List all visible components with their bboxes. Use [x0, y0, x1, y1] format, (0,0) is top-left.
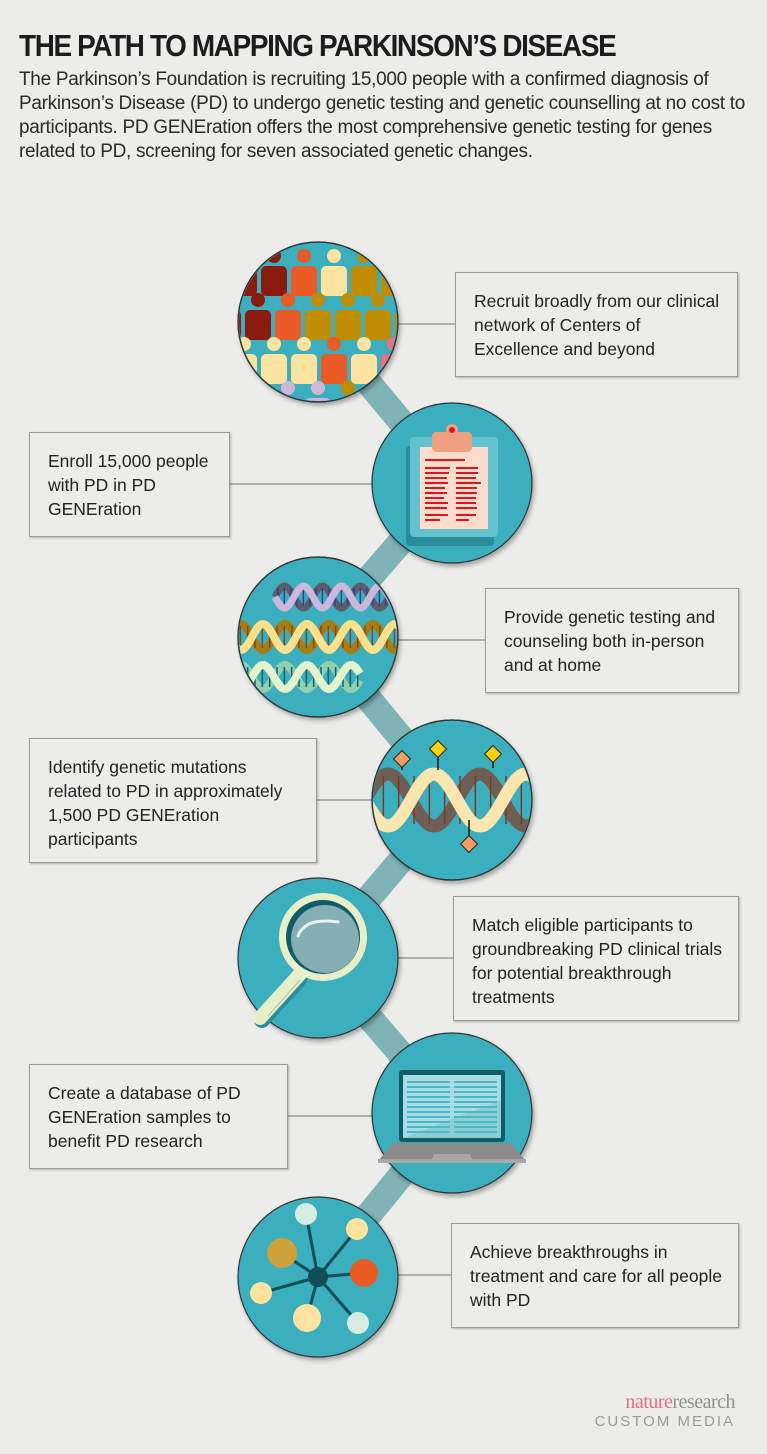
step-3-text: Provide genetic testing and counseling b… [504, 607, 716, 675]
logo-custom-media: CUSTOM MEDIA [594, 1413, 735, 1430]
step-3-box: Provide genetic testing and counseling b… [485, 588, 739, 693]
logo-research: research [672, 1391, 735, 1413]
step-4-box: Identify genetic mutations related to PD… [29, 738, 317, 863]
step-4-text: Identify genetic mutations related to PD… [48, 757, 283, 849]
dna-mutation-icon [371, 719, 533, 881]
step-1-text: Recruit broadly from our clinical networ… [474, 291, 720, 359]
step-6-text: Create a database of PD GENEration sampl… [48, 1083, 241, 1151]
step-7-box: Achieve breakthroughs in treatment and c… [451, 1223, 739, 1328]
intro-paragraph: The Parkinson’s Foundation is recruiting… [19, 69, 746, 162]
step-1-box: Recruit broadly from our clinical networ… [455, 272, 738, 377]
leader-lines [229, 323, 485, 1276]
step-5-box: Match eligible participants to groundbre… [453, 896, 739, 1021]
page-title: THE PATH TO MAPPING PARKINSON’S DISEASE [19, 28, 617, 63]
logo-nature: nature [625, 1391, 673, 1413]
network-icon [237, 1196, 399, 1358]
laptop-icon [371, 1032, 533, 1194]
people-crowd-icon [237, 241, 399, 403]
clipboard-icon [371, 402, 533, 564]
step-2-box: Enroll 15,000 people with PD in PD GENEr… [29, 432, 230, 537]
step-5-text: Match eligible participants to groundbre… [472, 915, 722, 1007]
magnifying-glass-icon [237, 877, 399, 1039]
publisher-logo: natureresearch CUSTOM MEDIA [594, 1391, 736, 1432]
dna-strands-icon [237, 556, 399, 718]
step-6-box: Create a database of PD GENEration sampl… [29, 1064, 288, 1169]
step-7-text: Achieve breakthroughs in treatment and c… [470, 1242, 722, 1310]
step-2-text: Enroll 15,000 people with PD in PD GENEr… [48, 451, 209, 519]
